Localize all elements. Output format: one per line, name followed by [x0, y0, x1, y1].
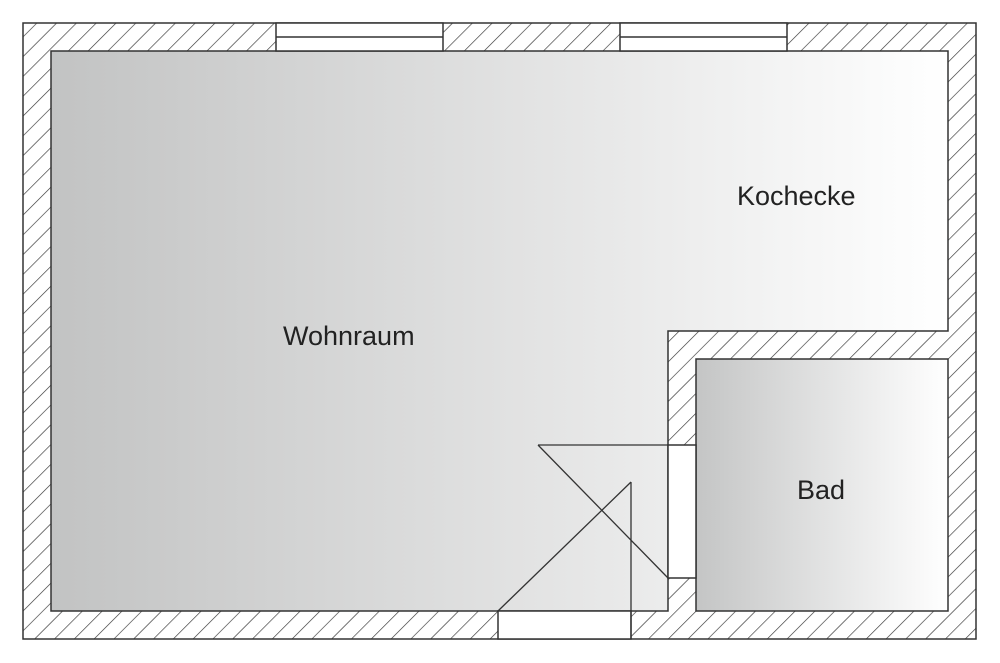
door-opening-entrance — [497, 610, 632, 640]
label-bad: Bad — [797, 475, 845, 505]
room-bad — [695, 358, 949, 612]
door-swing-entrance — [497, 481, 632, 639]
door-opening-bad — [667, 444, 697, 579]
label-kochecke: Kochecke — [737, 181, 856, 211]
room-wohnraum-kochecke — [50, 50, 949, 612]
door-swing-bad — [537, 444, 669, 579]
window-right — [619, 22, 788, 52]
window-left — [275, 22, 444, 52]
label-wohnraum: Wohnraum — [283, 321, 415, 351]
